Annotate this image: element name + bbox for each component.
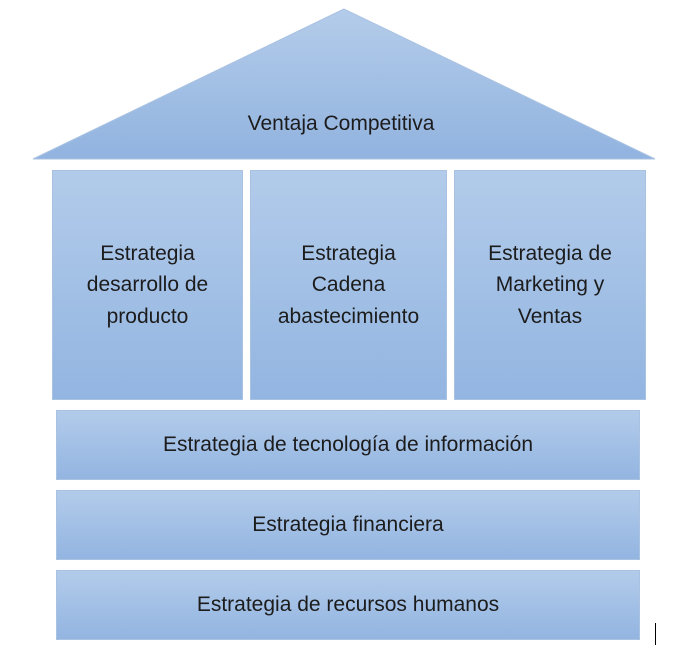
- foundation-hr: Estrategia de recursos humanos: [56, 570, 640, 640]
- pillar-marketing-sales: Estrategia de Marketing y Ventas: [454, 170, 646, 400]
- foundation-finance: Estrategia financiera: [56, 490, 640, 560]
- roof-label: Ventaja Competitiva: [247, 112, 435, 135]
- foundation-label: Estrategia de tecnología de información: [162, 433, 534, 457]
- foundation-label: Estrategia de recursos humanos: [196, 593, 500, 617]
- foundation-label: Estrategia financiera: [252, 513, 444, 537]
- pillar-supply-chain: Estrategia Cadena abastecimiento: [250, 170, 447, 400]
- text-cursor: [655, 623, 656, 645]
- pillar-label: Estrategia desarrollo de producto: [86, 241, 209, 328]
- foundation-it: Estrategia de tecnología de información: [56, 410, 640, 480]
- pillar-product-development: Estrategia desarrollo de producto: [52, 170, 243, 400]
- roof-triangle: [32, 8, 656, 160]
- pillar-label: Estrategia Cadena abastecimiento: [277, 241, 420, 328]
- pillar-label: Estrategia de Marketing y Ventas: [488, 241, 612, 328]
